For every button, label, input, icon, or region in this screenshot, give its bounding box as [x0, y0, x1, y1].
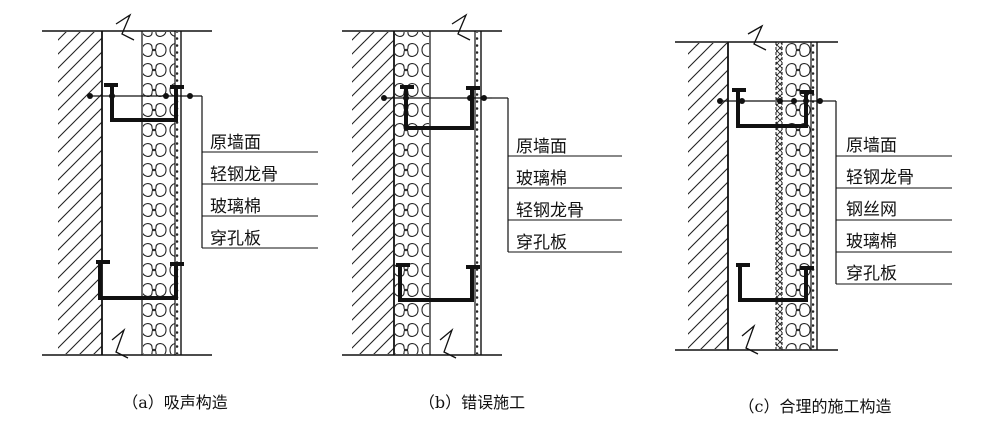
- perforated-board: [476, 32, 481, 354]
- label-original-wall: 原墙面: [846, 136, 897, 156]
- steel-stud-top: [736, 90, 808, 128]
- perforated-board: [176, 32, 181, 354]
- label-light-steel-keel: 轻钢龙骨: [516, 201, 584, 221]
- caption-a: （a）吸声构造: [122, 393, 228, 412]
- label-original-wall: 原墙面: [516, 137, 567, 157]
- break-mark: [451, 13, 471, 41]
- steel-stud-bottom: [738, 265, 808, 302]
- label-glass-wool: 玻璃棉: [210, 197, 261, 217]
- break-mark: [747, 24, 767, 51]
- steel-stud-top: [110, 85, 178, 122]
- label-original-wall: 原墙面: [210, 133, 261, 153]
- glass-wool-layer: [783, 43, 811, 349]
- perforated-board: [812, 43, 817, 349]
- caption-b: （b）错误施工: [419, 393, 525, 412]
- glass-wool-layer: [395, 32, 429, 354]
- label-glass-wool: 玻璃棉: [846, 232, 897, 252]
- label-perforated-board: 穿孔板: [210, 229, 261, 249]
- label-perforated-board: 穿孔板: [846, 264, 897, 284]
- panel-a: 原墙面 轻钢龙骨 玻璃棉 穿孔板 （a）吸声构造: [42, 13, 318, 412]
- break-mark: [111, 327, 129, 359]
- steel-stud-bottom: [98, 262, 178, 300]
- break-mark: [439, 327, 457, 359]
- original-wall-hatch: [58, 32, 102, 354]
- label-steel-wire-mesh: 钢丝网: [846, 200, 897, 220]
- panel-b-drawing: [342, 13, 622, 359]
- panel-c: 原墙面 轻钢龙骨 钢丝网 玻璃棉 穿孔板 （c）合理的施工构造: [675, 24, 952, 416]
- original-wall-hatch: [352, 32, 394, 354]
- panel-c-drawing: [675, 24, 952, 355]
- caption-c: （c）合理的施工构造: [739, 397, 892, 416]
- label-perforated-board: 穿孔板: [516, 233, 567, 253]
- glass-wool-layer: [143, 32, 175, 354]
- steel-stud-bottom: [398, 265, 474, 302]
- panel-a-drawing: [42, 13, 318, 359]
- break-mark: [115, 13, 135, 41]
- panel-b: 原墙面 玻璃棉 轻钢龙骨 穿孔板 （b）错误施工: [342, 13, 622, 412]
- steel-stud-top: [404, 87, 474, 130]
- steel-wire-mesh: [776, 43, 782, 349]
- label-glass-wool: 玻璃棉: [516, 169, 567, 189]
- label-light-steel-keel: 轻钢龙骨: [210, 165, 278, 185]
- break-mark: [741, 323, 759, 355]
- original-wall-hatch: [688, 43, 728, 349]
- label-light-steel-keel: 轻钢龙骨: [846, 168, 914, 188]
